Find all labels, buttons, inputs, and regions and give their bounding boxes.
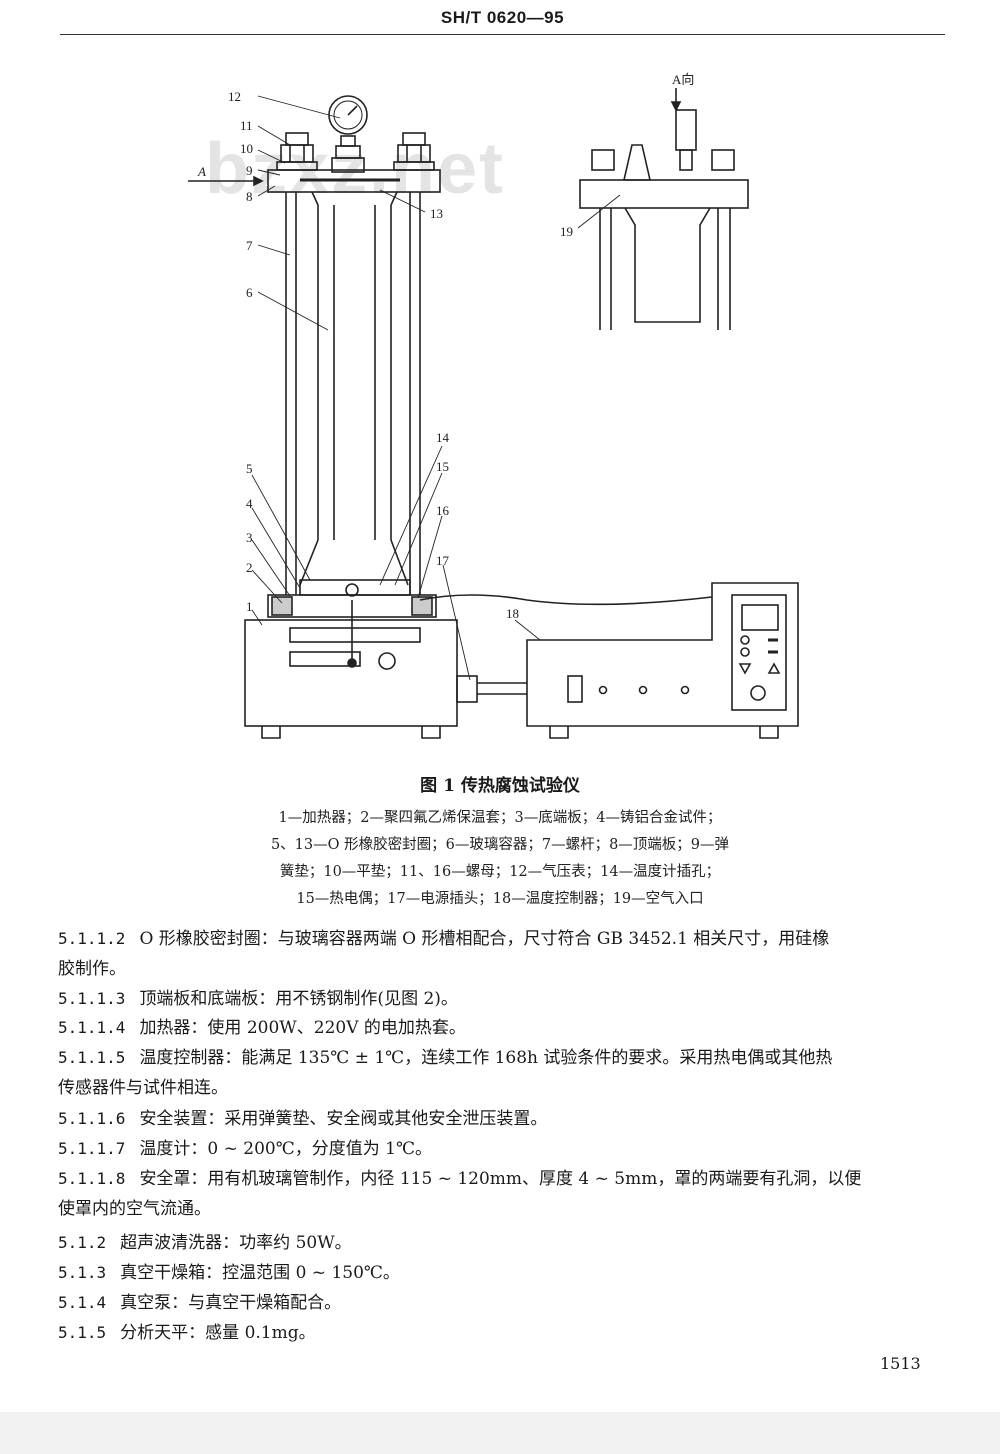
figure-caption: 图 1 传热腐蚀试验仪 bbox=[420, 776, 580, 796]
clause-5-1-1-4: 5.1.1.4 加热器：使用 200W、220V 的电加热套。 bbox=[58, 1013, 943, 1043]
clause-text: 分析天平：感量 0.1mg。 bbox=[120, 1323, 316, 1343]
clause-text: 超声波清洗器：功率约 50W。 bbox=[120, 1233, 352, 1253]
arrow-label-a: A bbox=[197, 164, 206, 179]
clause-number: 5.1.1.3 bbox=[58, 989, 126, 1008]
clause-5-1-5: 5.1.5 分析天平：感量 0.1mg。 bbox=[58, 1318, 943, 1348]
label-5: 5 bbox=[246, 461, 253, 476]
label-4: 4 bbox=[246, 496, 253, 511]
clause-5-1-4: 5.1.4 真空泵：与真空干燥箱配合。 bbox=[58, 1288, 943, 1318]
clause-number: 5.1.1.8 bbox=[58, 1169, 126, 1188]
clause-text: 温度控制器：能满足 135℃ ± 1℃，连续工作 168h 试验条件的要求。采用… bbox=[139, 1048, 833, 1068]
legend-line-1: 1—加热器；2—聚四氟乙烯保温套；3—底端板；4—铸铝合金试件； bbox=[278, 810, 722, 826]
clause-5-1-1-6: 5.1.1.6 安全装置：采用弹簧垫、安全阀或其他安全泄压装置。 bbox=[58, 1104, 943, 1134]
label-9: 9 bbox=[246, 163, 253, 178]
clause-text: 真空干燥箱：控温范围 0 ~ 150℃。 bbox=[120, 1263, 400, 1283]
page-number: 1513 bbox=[880, 1354, 921, 1373]
watermark: bzxz.net bbox=[205, 129, 506, 209]
label-8: 8 bbox=[246, 189, 253, 204]
clause-number: 5.1.5 bbox=[58, 1323, 107, 1342]
clause-5-1-1-7: 5.1.1.7 温度计：0 ~ 200℃，分度值为 1℃。 bbox=[58, 1134, 943, 1164]
standard-code: SH/T 0620—95 bbox=[440, 8, 565, 27]
clause-number: 5.1.1.5 bbox=[58, 1048, 126, 1067]
clause-text: 安全罩：用有机玻璃管制作，内径 115 ~ 120mm、厚度 4 ~ 5mm，罩… bbox=[139, 1169, 862, 1189]
clause-text: 胶制作。 bbox=[58, 959, 126, 979]
label-18: 18 bbox=[506, 606, 519, 621]
direction-label: A向 bbox=[672, 72, 694, 87]
figure-1: bzxz.net bbox=[188, 72, 799, 739]
label-10: 10 bbox=[240, 141, 253, 156]
label-3: 3 bbox=[246, 530, 253, 545]
clause-5-1-1-3: 5.1.1.3 顶端板和底端板：用不锈钢制作(见图 2)。 bbox=[58, 984, 943, 1014]
apparatus-drawing: 12 11 10 9 8 7 6 13 14 15 16 17 18 5 4 3… bbox=[188, 72, 799, 739]
clause-number: 5.1.1.7 bbox=[58, 1139, 126, 1158]
clause-text: 安全装置：采用弹簧垫、安全阀或其他安全泄压装置。 bbox=[139, 1109, 548, 1129]
clause-number: 5.1.2 bbox=[58, 1233, 107, 1252]
clause-number: 5.1.1.4 bbox=[58, 1018, 126, 1037]
clause-text: 加热器：使用 200W、220V 的电加热套。 bbox=[139, 1018, 466, 1038]
clause-text: 真空泵：与真空干燥箱配合。 bbox=[120, 1293, 342, 1313]
label-11: 11 bbox=[240, 118, 253, 133]
clause-5-1-1-5: 5.1.1.5 温度控制器：能满足 135℃ ± 1℃，连续工作 168h 试验条… bbox=[58, 1043, 943, 1103]
label-12: 12 bbox=[228, 89, 241, 104]
clause-text: 传感器件与试件相连。 bbox=[58, 1078, 228, 1098]
label-16: 16 bbox=[436, 503, 450, 518]
clause-5-1-1-2: 5.1.1.2 O 形橡胶密封圈：与玻璃容器两端 O 形槽相配合，尺寸符合 GB … bbox=[58, 924, 943, 984]
label-2: 2 bbox=[246, 560, 253, 575]
label-14: 14 bbox=[436, 430, 450, 445]
legend-line-2: 5、13—O 形橡胶密封圈；6—玻璃容器；7—螺杆；8—顶端板；9—弹 bbox=[270, 837, 730, 853]
clause-number: 5.1.1.6 bbox=[58, 1109, 126, 1128]
page-header: SH/T 0620—95 bbox=[60, 4, 945, 35]
label-17: 17 bbox=[436, 553, 450, 568]
clause-text: 顶端板和底端板：用不锈钢制作(见图 2)。 bbox=[139, 989, 458, 1009]
label-1: 1 bbox=[246, 599, 253, 614]
clause-5-1-1-8: 5.1.1.8 安全罩：用有机玻璃管制作，内径 115 ~ 120mm、厚度 4 … bbox=[58, 1164, 943, 1224]
clause-text: 温度计：0 ~ 200℃，分度值为 1℃。 bbox=[139, 1139, 433, 1159]
label-13: 13 bbox=[430, 206, 443, 221]
label-7: 7 bbox=[246, 238, 253, 253]
legend-line-3: 簧垫；10—平垫；11、16—螺母；12—气压表；14—温度计插孔； bbox=[279, 864, 721, 880]
clause-text: O 形橡胶密封圈：与玻璃容器两端 O 形槽相配合，尺寸符合 GB 3452.1 … bbox=[139, 929, 830, 949]
legend-line-4: 15—热电偶；17—电源插头；18—温度控制器；19—空气入口 bbox=[296, 891, 704, 907]
label-15: 15 bbox=[436, 459, 449, 474]
clause-number: 5.1.4 bbox=[58, 1293, 107, 1312]
label-6: 6 bbox=[246, 285, 253, 300]
clause-text: 使罩内的空气流通。 bbox=[58, 1199, 211, 1219]
clause-number: 5.1.3 bbox=[58, 1263, 107, 1282]
clause-5-1-3: 5.1.3 真空干燥箱：控温范围 0 ~ 150℃。 bbox=[58, 1258, 943, 1288]
page-bottom-shade bbox=[0, 1412, 1000, 1454]
clause-number: 5.1.1.2 bbox=[58, 929, 126, 948]
label-19: 19 bbox=[560, 224, 573, 239]
clause-5-1-2: 5.1.2 超声波清洗器：功率约 50W。 bbox=[58, 1228, 943, 1258]
